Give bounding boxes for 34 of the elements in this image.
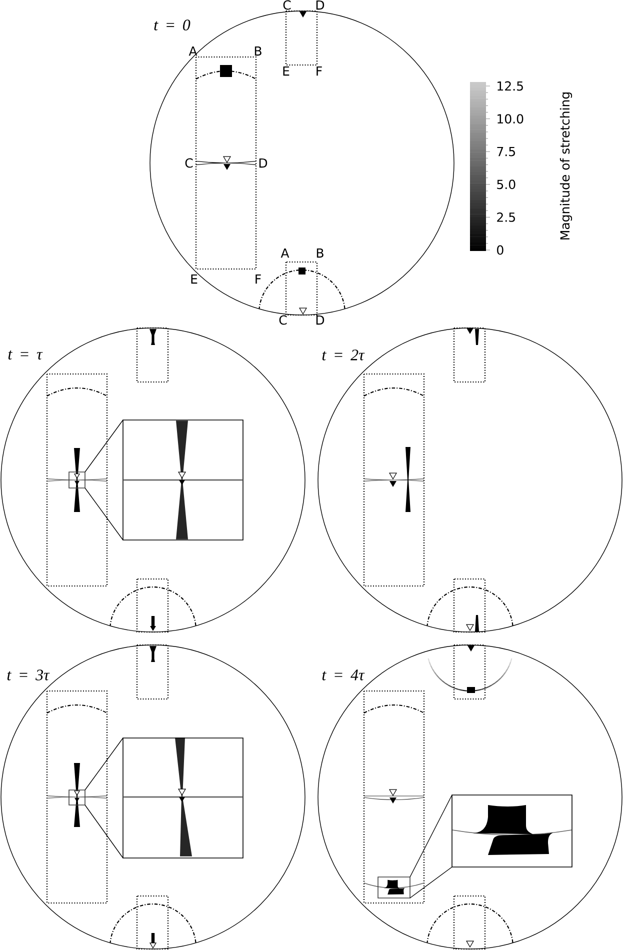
zoom-box	[68, 790, 86, 806]
zoom-line	[84, 488, 124, 540]
corner-letter: B	[316, 248, 324, 258]
inset-frame	[122, 420, 244, 540]
corner-letter: D	[316, 315, 324, 325]
inset-frame	[452, 794, 572, 868]
corner-letter: C	[185, 158, 193, 168]
time-label: t = 4τ	[322, 670, 365, 680]
inset-frame	[122, 738, 244, 858]
tick-label: 10.0	[498, 114, 524, 124]
zoom-line	[410, 794, 452, 878]
corner-letter: D	[259, 158, 268, 168]
corner-letter: E	[191, 274, 198, 284]
zoom-line	[84, 738, 124, 790]
time-label: t = 0	[154, 20, 190, 30]
corner-letter: F	[316, 66, 322, 76]
zoom-box	[68, 472, 86, 488]
zoom-line	[410, 866, 452, 898]
corner-letter: A	[280, 248, 290, 258]
zoom-box	[378, 876, 410, 898]
time-label: t = 3τ	[7, 670, 50, 680]
corner-letter: A	[188, 46, 198, 56]
corner-letter: F	[256, 274, 261, 284]
time-label: t = 2τ	[322, 350, 365, 360]
tick-label: 0	[497, 245, 504, 255]
time-label: t = τ	[8, 350, 43, 360]
corner-letter: B	[254, 46, 262, 56]
corner-letter: C	[279, 315, 287, 325]
tick-label: 2.5	[497, 212, 515, 222]
tick-label: 7.5	[497, 146, 515, 156]
corner-letter: E	[283, 66, 290, 76]
axis-label: Magnitude of stretching	[560, 92, 572, 240]
tick-label: 5.0	[497, 180, 516, 190]
tick-label: 12.5	[498, 81, 523, 91]
